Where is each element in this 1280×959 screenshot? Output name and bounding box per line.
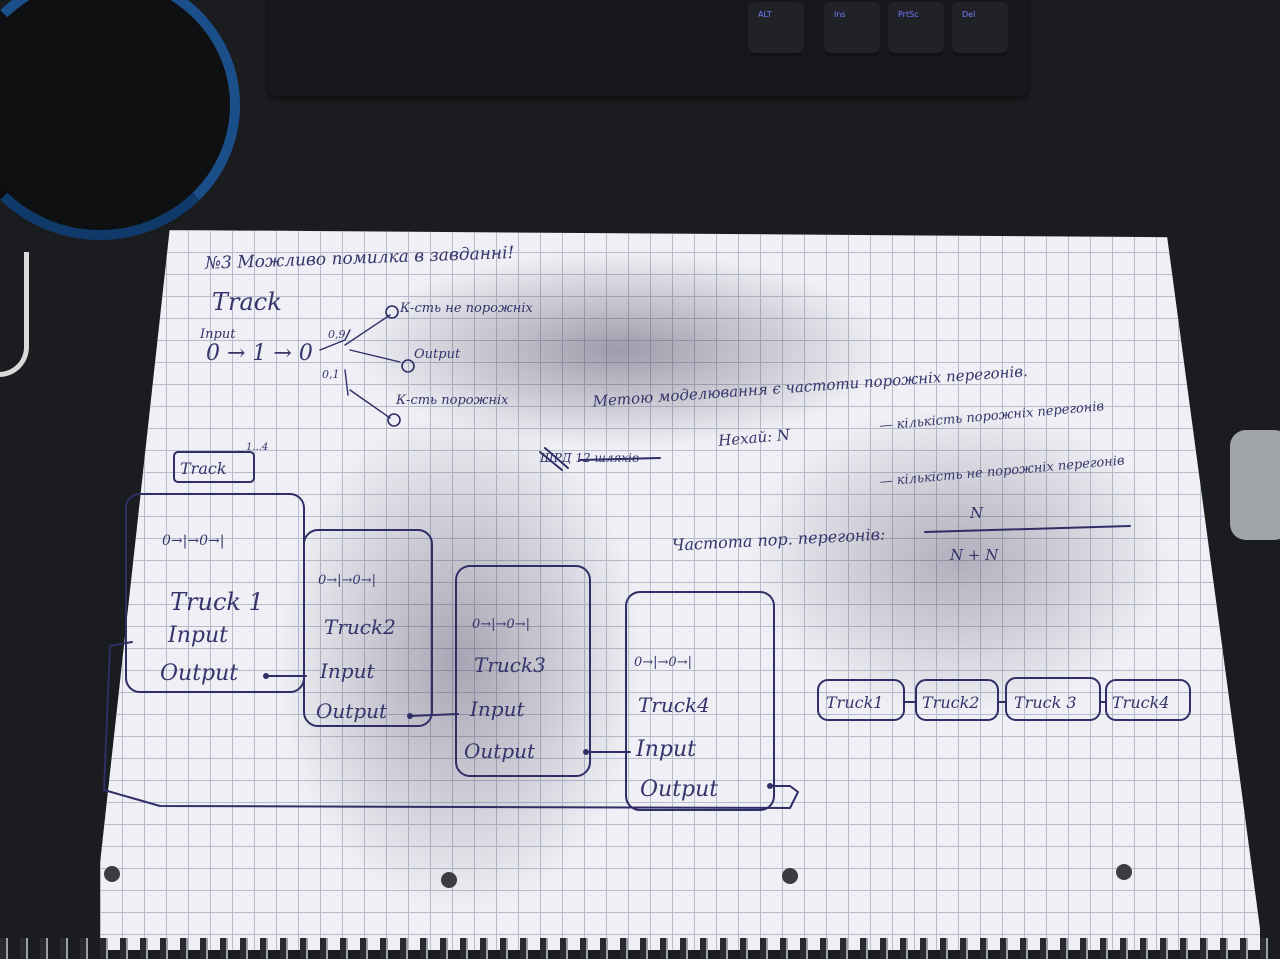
scratch-marks [539, 447, 661, 471]
branch-bottom: 0,1 [322, 368, 340, 381]
track-box-label: Track [180, 459, 227, 478]
module-chain: 0→|→0→| [318, 573, 376, 588]
connector-dot [263, 673, 269, 679]
connector-dot [767, 783, 773, 789]
module-chain: 0→|→0→| [634, 655, 692, 670]
frequency-numerator: N [969, 504, 984, 522]
branch-top: 0,9 [328, 328, 346, 341]
node-circle [387, 413, 401, 427]
connector-dot [407, 713, 413, 719]
module-output: Output [640, 777, 718, 802]
keyboard-key: Ins [824, 2, 880, 56]
module-input: Input [319, 659, 375, 683]
feedback-loop [103, 641, 799, 809]
keyboard-key: PrtSc [888, 2, 944, 56]
label-empty-count: К-сть не порожніх [399, 301, 534, 316]
module-output: Output [316, 699, 388, 723]
input-label: Input [199, 327, 236, 342]
module-name: Truck 1 [170, 588, 264, 616]
module-output: Output [160, 661, 238, 686]
keyboard: ALT Ins PrtSc Del [268, 0, 1028, 96]
frequency-label: Частота пор. перегонів: [672, 524, 886, 554]
binder-hole [1116, 864, 1132, 880]
module-chain: 0→|→0→| [162, 533, 224, 549]
keyboard-key: Del [952, 2, 1008, 56]
module-input: Input [469, 697, 525, 721]
node-circle [401, 359, 415, 373]
heading: №3 Можливо помилка в завданні! [204, 243, 515, 274]
key-label: PrtSc [898, 10, 919, 19]
chain-box [1005, 677, 1101, 721]
frequency-denominator: N + N [949, 546, 999, 564]
key-label: ALT [758, 10, 772, 19]
chain-label: Truck2 [922, 693, 979, 712]
binder-hole [441, 872, 457, 888]
module-input: Input [635, 737, 696, 762]
key-label: Ins [834, 10, 846, 19]
desk-object [1230, 430, 1280, 540]
chain-label: Truck1 [826, 693, 883, 712]
module-box [625, 591, 775, 811]
label-empty: К-сть порожніх [395, 393, 509, 408]
node-circle [385, 305, 399, 319]
fraction-bar [924, 525, 1131, 533]
chain-label: Truck4 [1112, 693, 1169, 712]
let-def1: — кількість порожніх перегонів [879, 399, 1105, 434]
scratched-text: ШРД 12 шляхів [539, 451, 639, 465]
module-name: Truck2 [324, 615, 396, 639]
let-text: Нехай: N [716, 426, 791, 450]
binder-hole [104, 866, 120, 882]
queue-chain: 0 → 1 → 0 [206, 341, 313, 366]
spiral-binding [0, 938, 1280, 959]
keyboard-key: ALT [748, 2, 804, 56]
chain-box [915, 679, 999, 721]
module-box [455, 565, 591, 777]
branch-lines [319, 314, 401, 419]
track-box [173, 451, 255, 483]
module-chain: 0→|→0→| [472, 617, 530, 632]
module-name: Truck3 [474, 653, 546, 677]
let-def2: — кількість не порожніх перегонів [879, 453, 1125, 489]
module-output: Output [464, 739, 536, 763]
module-input: Input [167, 623, 228, 648]
module-box [303, 529, 433, 727]
key-label: Del [962, 10, 976, 19]
binder-hole [782, 868, 798, 884]
chain-box [817, 679, 905, 721]
headphones [0, 0, 240, 240]
connector-dot [583, 749, 589, 755]
grid-paper [100, 230, 1260, 950]
method-text: Метою моделювання є частоти порожніх пер… [591, 362, 1028, 410]
track-title: Track [212, 288, 282, 316]
track-box-range: 1...4 [246, 442, 268, 453]
label-output: Output [414, 347, 461, 362]
chain-label: Truck 3 [1014, 693, 1077, 712]
chain-box [1105, 679, 1191, 721]
connector [265, 675, 631, 753]
module-name: Truck4 [638, 693, 710, 717]
